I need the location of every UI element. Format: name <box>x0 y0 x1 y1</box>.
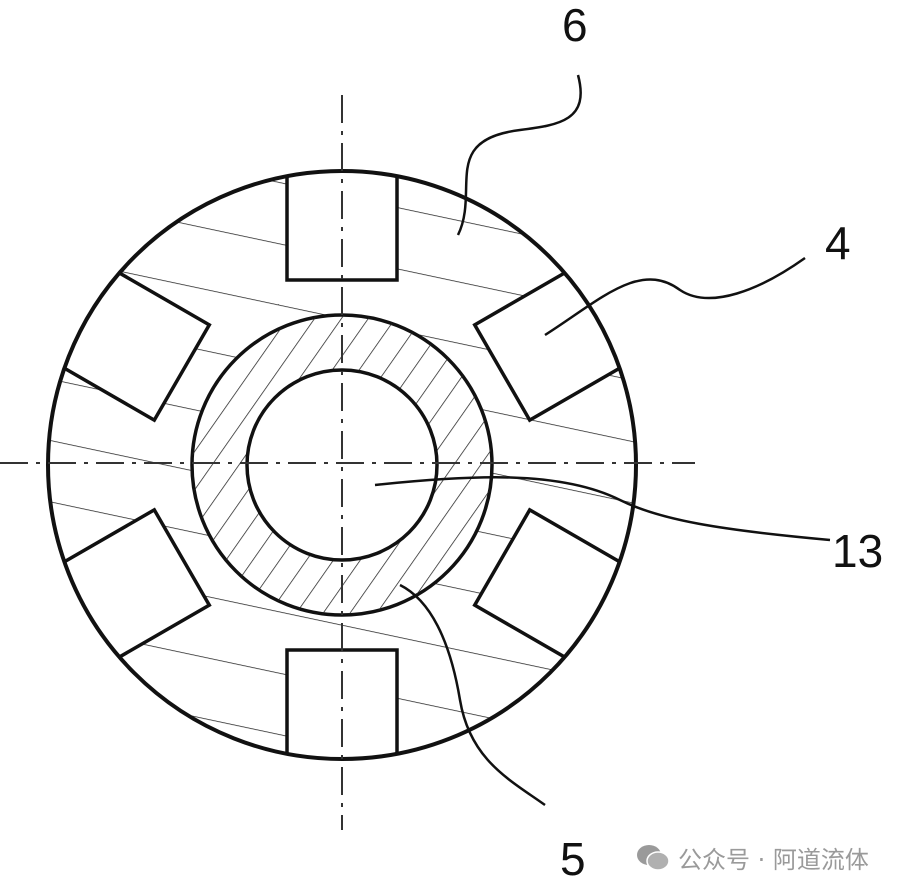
watermark: 公众号 · 阿道流体 <box>636 840 869 875</box>
bore <box>245 368 439 562</box>
leader-lines <box>374 74 831 807</box>
label-13: 13 <box>832 525 884 577</box>
watermark-text: 公众号 · 阿道流体 <box>678 846 869 874</box>
label-6: 6 <box>562 0 588 51</box>
center-lines <box>0 95 695 830</box>
wechat-icon <box>637 844 670 871</box>
label-4: 4 <box>825 217 851 269</box>
label-5: 5 <box>560 833 586 885</box>
